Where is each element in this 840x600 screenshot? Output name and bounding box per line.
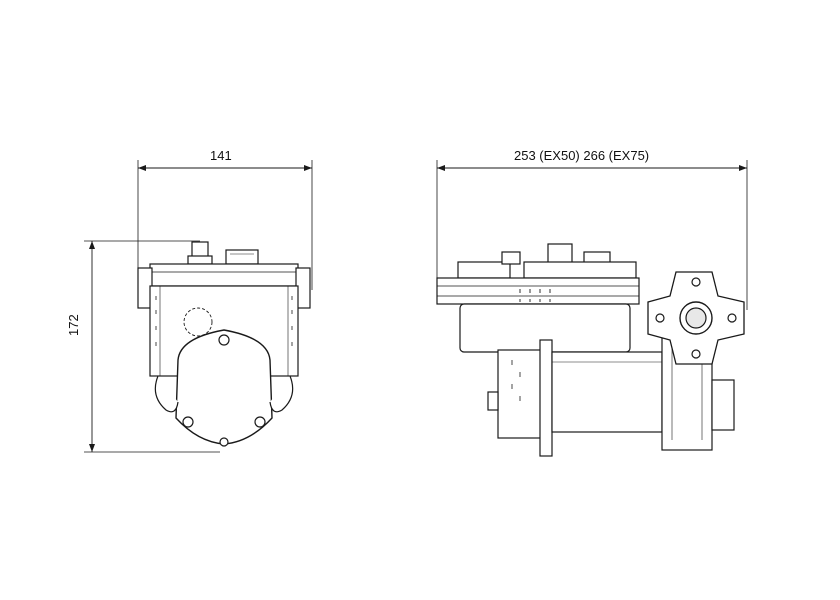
front-height-label: 172 (66, 314, 81, 336)
front-view (84, 160, 313, 453)
front-width-label: 141 (210, 148, 232, 163)
front-height-dimension (84, 240, 220, 453)
side-view (436, 160, 748, 457)
side-width-label: 253 (EX50) 266 (EX75) (514, 148, 650, 163)
side-width-dimension (436, 160, 748, 310)
